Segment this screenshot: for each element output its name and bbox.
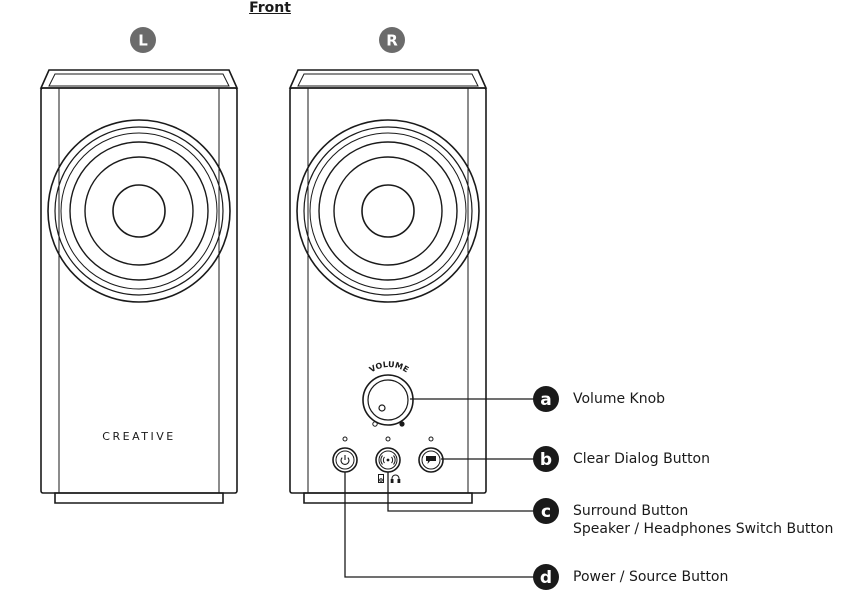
callout-letter-c: c (541, 502, 551, 522)
clear-dialog-button[interactable] (418, 447, 444, 473)
right-badge-label: R (386, 32, 398, 50)
right-badge-circle (379, 27, 405, 53)
callout-letter-d: d (540, 568, 552, 588)
left-badge-label: L (138, 32, 148, 50)
callout-c-line-2: Speaker / Headphones Switch Button (573, 521, 834, 537)
leader-lines (344, 398, 545, 578)
callout-badge-b (533, 446, 559, 472)
headphones-icon (390, 474, 401, 483)
right-speaker: R VOLUME (288, 27, 488, 504)
callout-badges: a b c d (533, 386, 559, 590)
diagram-heading: Front (249, 0, 291, 16)
surround-button[interactable] (375, 447, 401, 473)
callout-text-b: Clear Dialog Button (573, 450, 710, 468)
right-top-cap (288, 69, 488, 89)
speech-bubble-icon (426, 456, 436, 464)
power-button[interactable] (332, 447, 358, 473)
left-dust-cap (112, 184, 166, 238)
speaker-icon (378, 474, 384, 483)
right-driver-outer (296, 119, 480, 303)
left-speaker: L CREATIVE (39, 27, 239, 504)
brand-logo: CREATIVE (102, 430, 175, 443)
callout-badge-d (533, 564, 559, 590)
callout-c-line-1: Surround Button (573, 503, 689, 519)
left-driver-outer (47, 119, 231, 303)
leader-c (387, 472, 545, 512)
callout-a-line-1: Volume Knob (573, 391, 666, 407)
callout-letter-a: a (540, 390, 551, 410)
right-body (289, 87, 487, 494)
surround-icon (380, 455, 396, 465)
left-top-cap (39, 69, 239, 89)
callout-text-c: Surround Button Speaker / Headphones Swi… (573, 502, 833, 538)
volume-label: VOLUME (368, 360, 411, 374)
power-icon (340, 455, 350, 465)
volume-knob[interactable] (362, 374, 414, 426)
callout-badge-a (533, 386, 559, 412)
right-base (303, 492, 473, 504)
callout-badge-c (533, 498, 559, 524)
leader-d (344, 472, 545, 578)
callout-text-d: Power / Source Button (573, 568, 728, 586)
right-dust-cap (361, 184, 415, 238)
callout-b-line-1: Clear Dialog Button (573, 451, 710, 467)
callout-text-a: Volume Knob (573, 390, 665, 408)
callout-d-line-1: Power / Source Button (573, 569, 729, 585)
left-badge-circle (130, 27, 156, 53)
left-base (54, 492, 224, 504)
callout-letter-b: b (540, 450, 552, 470)
